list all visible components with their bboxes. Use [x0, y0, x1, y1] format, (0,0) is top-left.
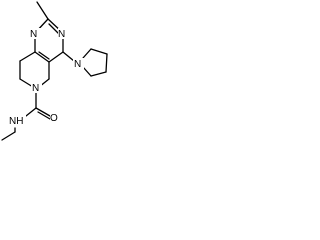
bond-c8a-c8	[19, 51, 36, 62]
bond-ca-cb	[90, 48, 108, 55]
bond-cb-cc	[105, 53, 108, 73]
structure-canvas: N N N N O NH	[0, 0, 119, 150]
atom-n-pyrimidine-top: N	[30, 29, 37, 40]
bond-npyr-ca	[82, 48, 92, 59]
atom-n-pyrrolidine: N	[74, 59, 81, 70]
atom-nh-amide: NH	[9, 116, 23, 127]
bond-ccarbonyl-o-double	[37, 111, 51, 120]
molecule-structure: N N N N O NH	[1, 1, 108, 141]
atom-n-ring-amine: N	[32, 83, 39, 94]
bond-c8a-c4a	[34, 51, 50, 63]
bond-ccarbonyl-nh	[25, 107, 37, 117]
atom-n-pyrimidine-bottom: N	[58, 29, 65, 40]
bond-c4a-c4	[48, 51, 64, 63]
bond-ccarbonyl-o	[35, 107, 51, 117]
bond-c4-npyr	[62, 51, 75, 62]
bond-c7-n6	[19, 78, 34, 88]
bond-ch2-ch3	[1, 131, 16, 141]
bond-methyl	[36, 1, 49, 20]
bond-cc-cd	[90, 71, 107, 77]
bond-cd-npyr	[82, 66, 92, 77]
bond-c8a-c4a-double	[38, 51, 50, 60]
atom-o-carbonyl: O	[50, 113, 58, 124]
